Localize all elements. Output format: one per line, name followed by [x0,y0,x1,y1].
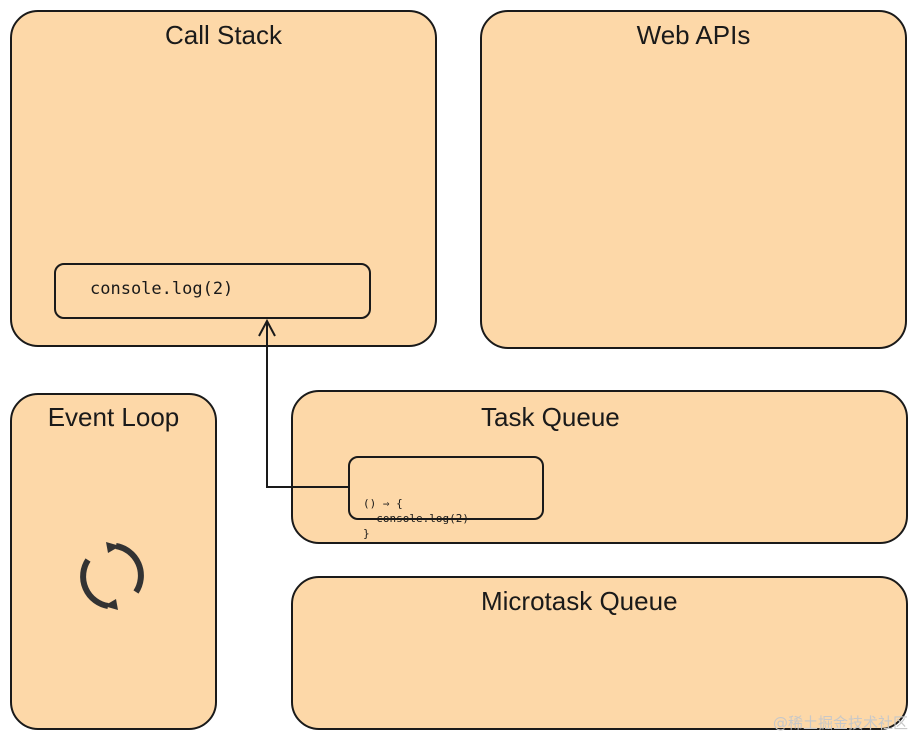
event-loop-panel: Event Loop [10,393,217,730]
task-queue-callback: () ⇒ { console.log(2)} [348,456,544,540]
microtask-queue-panel: Microtask Queue [291,576,908,730]
watermark: @稀土掘金技术社区 [772,714,908,732]
call-stack-frame: console.log(2) [54,263,371,319]
microtask-queue-title: Microtask Queue [481,586,678,616]
refresh-cycle-icon [80,542,144,610]
task-code-line: console.log(2) [363,512,469,525]
task-code-line: () ⇒ { [363,497,403,510]
task-queue-title: Task Queue [481,402,620,432]
event-loop-title: Event Loop [47,402,180,432]
call-stack-frame-code: console.log(2) [90,279,234,299]
web-apis-title: Web APIs [636,20,751,50]
web-apis-panel: Web APIs [480,10,907,349]
task-code-line: } [363,527,370,540]
task-callback-code: () ⇒ { console.log(2)} [363,466,469,571]
call-stack-title: Call Stack [164,20,283,50]
